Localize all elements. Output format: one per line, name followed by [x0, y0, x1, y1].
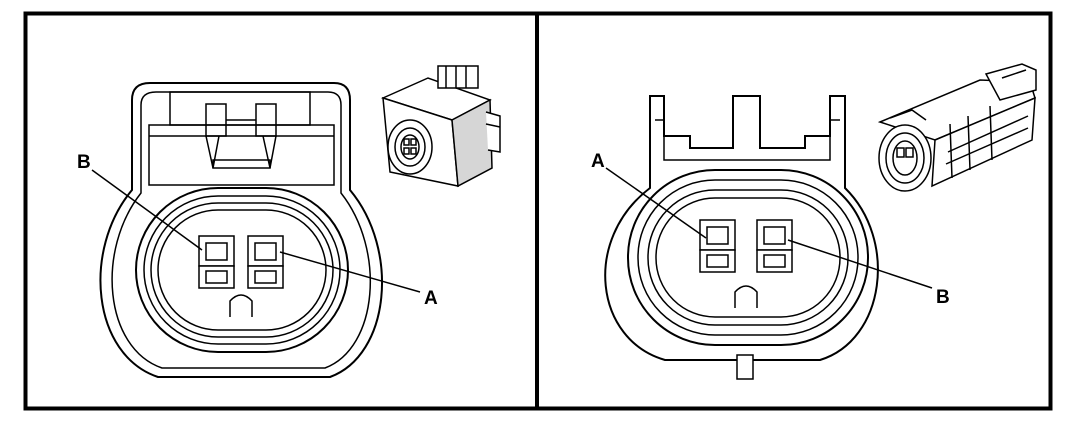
polarizing-key: [734, 285, 758, 308]
leader-line: [605, 167, 707, 239]
connector-body-inner-edge: [655, 119, 840, 161]
panel-left-connector: [91, 82, 421, 378]
bottom-post: [736, 354, 754, 380]
callout-label: A: [424, 288, 438, 309]
connector-body-outline: [99, 82, 384, 378]
seal-ring-3: [647, 189, 849, 326]
seal-ring-3: [150, 202, 334, 338]
callout-label: A: [591, 151, 605, 172]
panel-right-connector: [604, 95, 933, 380]
seal-ring-2: [637, 179, 859, 336]
terminal-right: [756, 219, 793, 273]
seal-ring-4: [655, 197, 841, 318]
leader-line: [279, 251, 421, 293]
callout-label: B: [77, 152, 91, 173]
seal-ring-4: [157, 209, 327, 331]
seal-ring-1: [135, 187, 349, 353]
connector-perspective-view-left: [380, 65, 501, 188]
connector-body-inner-outline: [111, 91, 372, 369]
seal-ring-1: [627, 169, 869, 346]
leader-line: [787, 239, 933, 289]
terminal-left: [699, 219, 736, 273]
connector-perspective-view-right: [877, 63, 1037, 192]
leader-line: [91, 169, 203, 251]
polarizing-key: [229, 294, 253, 317]
seal-ring-2: [143, 195, 341, 345]
connector-body-outline: [604, 95, 879, 361]
terminal-left: [198, 235, 235, 289]
terminal-right: [247, 235, 284, 289]
callout-label: B: [936, 287, 950, 308]
locking-latch: [148, 91, 335, 186]
